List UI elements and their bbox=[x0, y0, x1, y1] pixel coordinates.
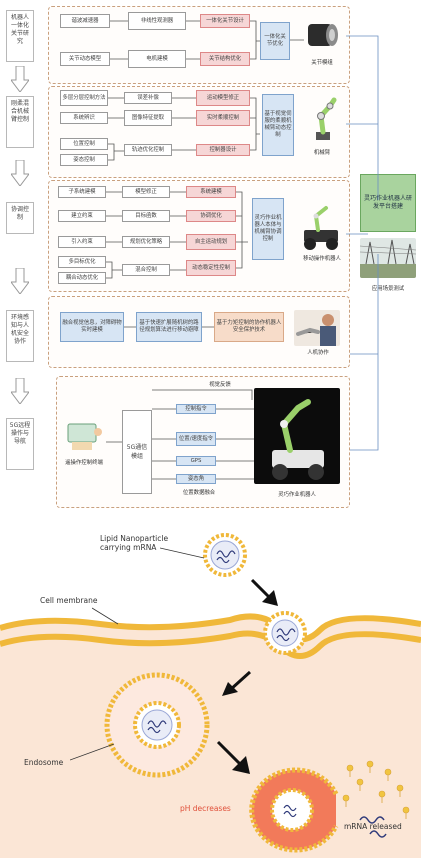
stage-arrow-1 bbox=[11, 66, 29, 92]
lnp-delivery-diagram: Lipid Nanoparticle carrying mRNA Cell me… bbox=[0, 520, 421, 858]
s3-left-5: 耦合动态优化 bbox=[58, 272, 106, 284]
s3-right-3: 自主运动规划 bbox=[186, 234, 236, 250]
lnp-label: Lipid Nanoparticle carrying mRNA bbox=[100, 534, 169, 552]
s3-left-2: 建立约束 bbox=[58, 210, 106, 222]
s1-right-2: 关节结构优化 bbox=[200, 52, 250, 66]
platform-box: 灵巧作业机器人研发平台搭建 bbox=[360, 174, 416, 232]
stage-arrow-2 bbox=[11, 160, 29, 186]
s3-left-1: 子系统建模 bbox=[58, 186, 106, 198]
s3-output: 灵巧作业机器人本体与机械臂协调控制 bbox=[252, 198, 284, 260]
s2-mid-2: 图像特征提取 bbox=[124, 110, 172, 126]
s1-mid-1: 非线性观测器 bbox=[128, 12, 186, 30]
stage-label-2: 刚柔混合机械臂控制 bbox=[6, 96, 34, 148]
s2-caption: 机械臂 bbox=[313, 150, 331, 156]
research-flowchart: 机器人一体化关节研究 刚柔混合机械臂控制 协调控制 环境感知与人机安全协作 5G… bbox=[6, 6, 416, 508]
endosome-label: Endosome bbox=[24, 758, 64, 767]
s2-right-2: 实时柔顺控制 bbox=[196, 110, 250, 126]
s3-left-4: 多目标优化 bbox=[58, 256, 106, 268]
s1-output: 一体化关节优化 bbox=[260, 22, 290, 60]
s3-mid-1: 模型修正 bbox=[122, 186, 170, 198]
stage-label-4: 环境感知与人机安全协作 bbox=[6, 310, 34, 362]
ph-label: pH decreases bbox=[180, 804, 231, 813]
mobile-robot-image bbox=[304, 206, 338, 250]
human-robot-image bbox=[294, 310, 340, 346]
s5-fuse-label: 位置数据融合 bbox=[182, 490, 216, 496]
s4-box-c: 基于力矩控制的协作机器人安全保护技术 bbox=[214, 312, 284, 342]
teleop-terminal-image bbox=[67, 423, 102, 450]
test-scene-caption: 应用场景测试 bbox=[371, 286, 405, 292]
robot-arm-image bbox=[316, 97, 337, 140]
stage-label-5: 5G远程操作与导航 bbox=[6, 418, 34, 470]
s2-mid-3: 轨迹优化控制 bbox=[124, 144, 172, 156]
s2-right-3: 控制器设计 bbox=[196, 144, 250, 156]
s3-right-2: 协调优化 bbox=[186, 210, 236, 222]
s2-left-2: 系统辨识 bbox=[60, 112, 108, 124]
s3-right-4: 动态稳定性控制 bbox=[186, 260, 236, 276]
s5-connectors bbox=[106, 389, 254, 480]
stage-arrow-3 bbox=[11, 268, 29, 294]
s2-mid-1: 误差补偿 bbox=[124, 92, 172, 104]
s1-left-1: 谐波减速器 bbox=[60, 14, 110, 28]
lnp-particle-icon bbox=[203, 533, 247, 577]
s5-robot-caption: 灵巧作业机器人 bbox=[278, 492, 316, 498]
s2-left-3: 位置控制 bbox=[60, 138, 108, 150]
lnp-pointer bbox=[160, 547, 205, 559]
s4-caption: 人机协作 bbox=[307, 350, 329, 356]
stage-label-1: 机器人一体化关节研究 bbox=[6, 10, 34, 62]
s3-mid-3: 规划优化策略 bbox=[122, 236, 170, 248]
s5-feedback-label: 视觉反馈 bbox=[209, 382, 231, 388]
joint-module-image bbox=[308, 24, 338, 46]
side-connectors bbox=[346, 35, 379, 451]
s5-op-1: 控制指令 bbox=[176, 404, 216, 414]
membrane-pointer bbox=[92, 607, 119, 625]
s1-left-2: 关节动态模型 bbox=[60, 52, 110, 66]
budding-lnp-icon bbox=[263, 611, 307, 655]
s2-right-1: 运动模型修正 bbox=[196, 90, 250, 106]
s4-connectors bbox=[124, 326, 214, 328]
stage-arrow-4 bbox=[11, 378, 29, 404]
endosome-pointer bbox=[70, 743, 115, 761]
s1-caption: 关节模组 bbox=[311, 60, 333, 66]
endosome-icon bbox=[104, 672, 210, 778]
s4-box-b: 基于快速扩展随机树的路径规划算法进行移动避障 bbox=[136, 312, 202, 342]
s3-caption: 移动操作机器人 bbox=[303, 256, 341, 262]
s2-left-1: 多层分层控制方法 bbox=[60, 90, 108, 106]
endocytosis-arrow-icon bbox=[222, 670, 252, 696]
mrna-released-label: mRNA released bbox=[344, 822, 402, 831]
dexterous-robot-image bbox=[254, 388, 340, 484]
s3-right-1: 系统建模 bbox=[186, 186, 236, 198]
s5-op-4: 姿态角 bbox=[176, 474, 216, 484]
s2-output: 基于视觉伺服的柔顺机械臂动态控制 bbox=[262, 94, 294, 156]
s2-left-4: 姿态控制 bbox=[60, 154, 108, 166]
s5-5g-module: 5G通信模组 bbox=[122, 410, 152, 494]
stage-label-3: 协调控制 bbox=[6, 202, 34, 234]
s3-connectors bbox=[106, 191, 248, 279]
s1-mid-2: 电机建模 bbox=[128, 50, 186, 68]
acidified-endosome-icon bbox=[249, 767, 339, 853]
lipid-fragments-icon bbox=[342, 760, 410, 838]
test-scene-image bbox=[360, 238, 416, 278]
s5-op-2: 位置/速度指令 bbox=[176, 432, 216, 446]
s4-box-a: 融合视觉信息，对障碍物实时建模 bbox=[60, 312, 124, 342]
s5-terminal-caption: 遥操作控制终端 bbox=[65, 460, 103, 466]
release-arrow-icon bbox=[216, 740, 250, 774]
membrane-label: Cell membrane bbox=[40, 596, 98, 605]
entry-arrow-icon bbox=[250, 578, 278, 606]
s2-connectors bbox=[108, 97, 260, 161]
s5-op-3: GPS bbox=[176, 456, 216, 466]
s3-mid-2: 目标函数 bbox=[122, 210, 170, 222]
s1-connectors bbox=[110, 20, 304, 60]
s3-mid-4: 混合控制 bbox=[122, 264, 170, 276]
s1-right-1: 一体化关节设计 bbox=[200, 14, 250, 28]
s3-left-3: 引入约束 bbox=[58, 236, 106, 248]
